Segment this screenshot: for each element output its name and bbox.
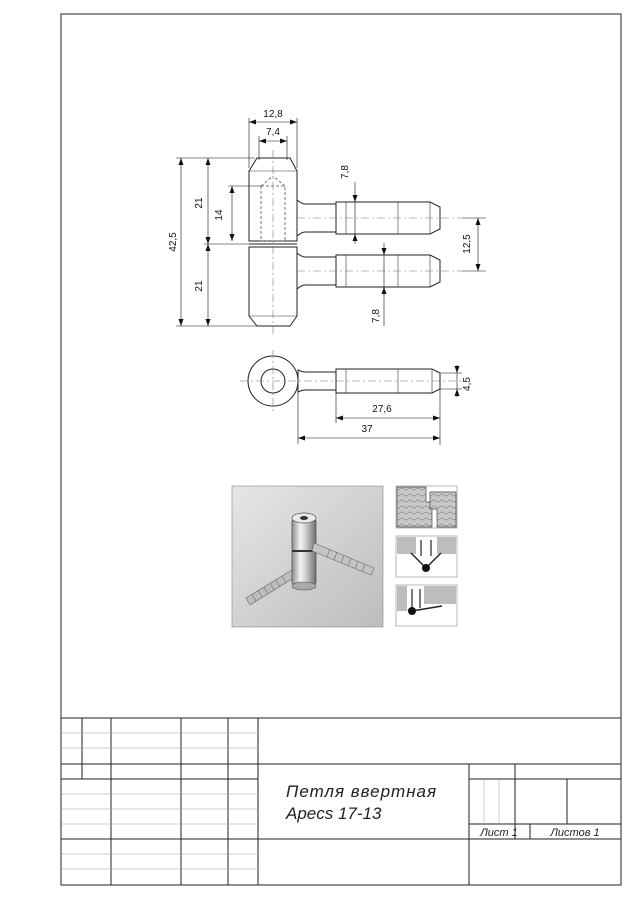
dim-thread-length: 27,6 bbox=[335, 389, 441, 445]
dim-thread-length-label: 27,6 bbox=[372, 404, 392, 415]
dim-pin-offset-lower: 7,8 bbox=[371, 243, 387, 326]
dim-pin-offset-upper-label: 7,8 bbox=[340, 165, 351, 179]
dim-width-total-label: 12,8 bbox=[263, 109, 283, 120]
dim-width-inner-label: 7,4 bbox=[266, 127, 280, 138]
dim-pin-diameter: 4,5 bbox=[440, 365, 473, 397]
hinge-closed-icon bbox=[395, 584, 458, 627]
dim-hole-depth: 14 bbox=[214, 185, 261, 241]
sheet-number: Лист 1 bbox=[479, 827, 518, 839]
dim-half-upper: 21 bbox=[194, 158, 249, 245]
sheet-frame bbox=[60, 13, 622, 886]
dim-pin-diameter-label: 4,5 bbox=[462, 377, 473, 391]
drawing-subtitle: Apecs 17-13 bbox=[285, 804, 382, 823]
dim-pin-offset-lower-label: 7,8 bbox=[371, 309, 382, 323]
dim-half-lower-label: 21 bbox=[194, 280, 205, 292]
dim-width-inner: 7,4 bbox=[258, 127, 288, 160]
dim-half-lower: 21 bbox=[194, 244, 211, 326]
dim-pin-length: 37 bbox=[297, 392, 440, 444]
dim-pin-spacing: 12,5 bbox=[462, 217, 486, 272]
door-profile-icon bbox=[395, 485, 458, 529]
hinge-open-icon bbox=[395, 535, 458, 578]
dim-pin-offset-upper: 7,8 bbox=[340, 165, 358, 244]
product-photo bbox=[231, 485, 384, 628]
drawing-title: Петля ввертная bbox=[286, 782, 437, 801]
dim-pin-length-label: 37 bbox=[361, 424, 373, 435]
top-view: 4,5 27,6 37 bbox=[240, 350, 473, 445]
upper-pin bbox=[296, 198, 462, 238]
lower-pin bbox=[296, 251, 462, 291]
dim-height-total: 42,5 bbox=[168, 157, 257, 327]
dim-height-total-label: 42,5 bbox=[168, 232, 179, 252]
dim-pin-spacing-label: 12,5 bbox=[462, 234, 473, 254]
dim-half-upper-label: 21 bbox=[194, 197, 205, 209]
front-view: 12,8 7,4 42,5 21 bbox=[168, 109, 486, 335]
dim-width-total: 12,8 bbox=[248, 109, 298, 168]
dim-hole-depth-label: 14 bbox=[214, 209, 225, 221]
sheet-count: Листов 1 bbox=[549, 827, 599, 839]
title-block: Петля ввертная Apecs 17-13 Лист 1 Листов… bbox=[60, 717, 622, 886]
